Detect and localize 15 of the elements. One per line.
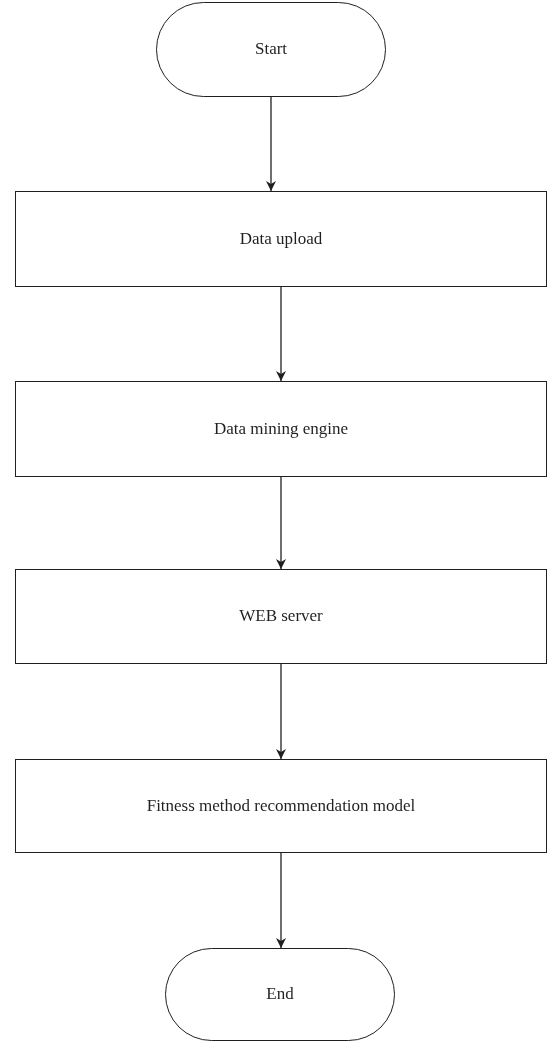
process-box: [15, 191, 547, 287]
arrow: [276, 852, 286, 949]
node-label: Data upload: [238, 227, 324, 250]
process-box: [15, 381, 547, 477]
node-label: End: [265, 983, 295, 1006]
arrow: [276, 286, 286, 382]
process-box: [15, 759, 547, 853]
node-label: WEB server: [238, 605, 324, 628]
node-label: Fitness method recommendation model: [145, 794, 417, 817]
arrow: [276, 476, 286, 570]
process-box: [15, 569, 547, 664]
node-label: Data mining engine: [212, 417, 350, 440]
arrow: [266, 96, 276, 192]
arrow: [276, 663, 286, 760]
node-label: Start: [253, 38, 289, 61]
